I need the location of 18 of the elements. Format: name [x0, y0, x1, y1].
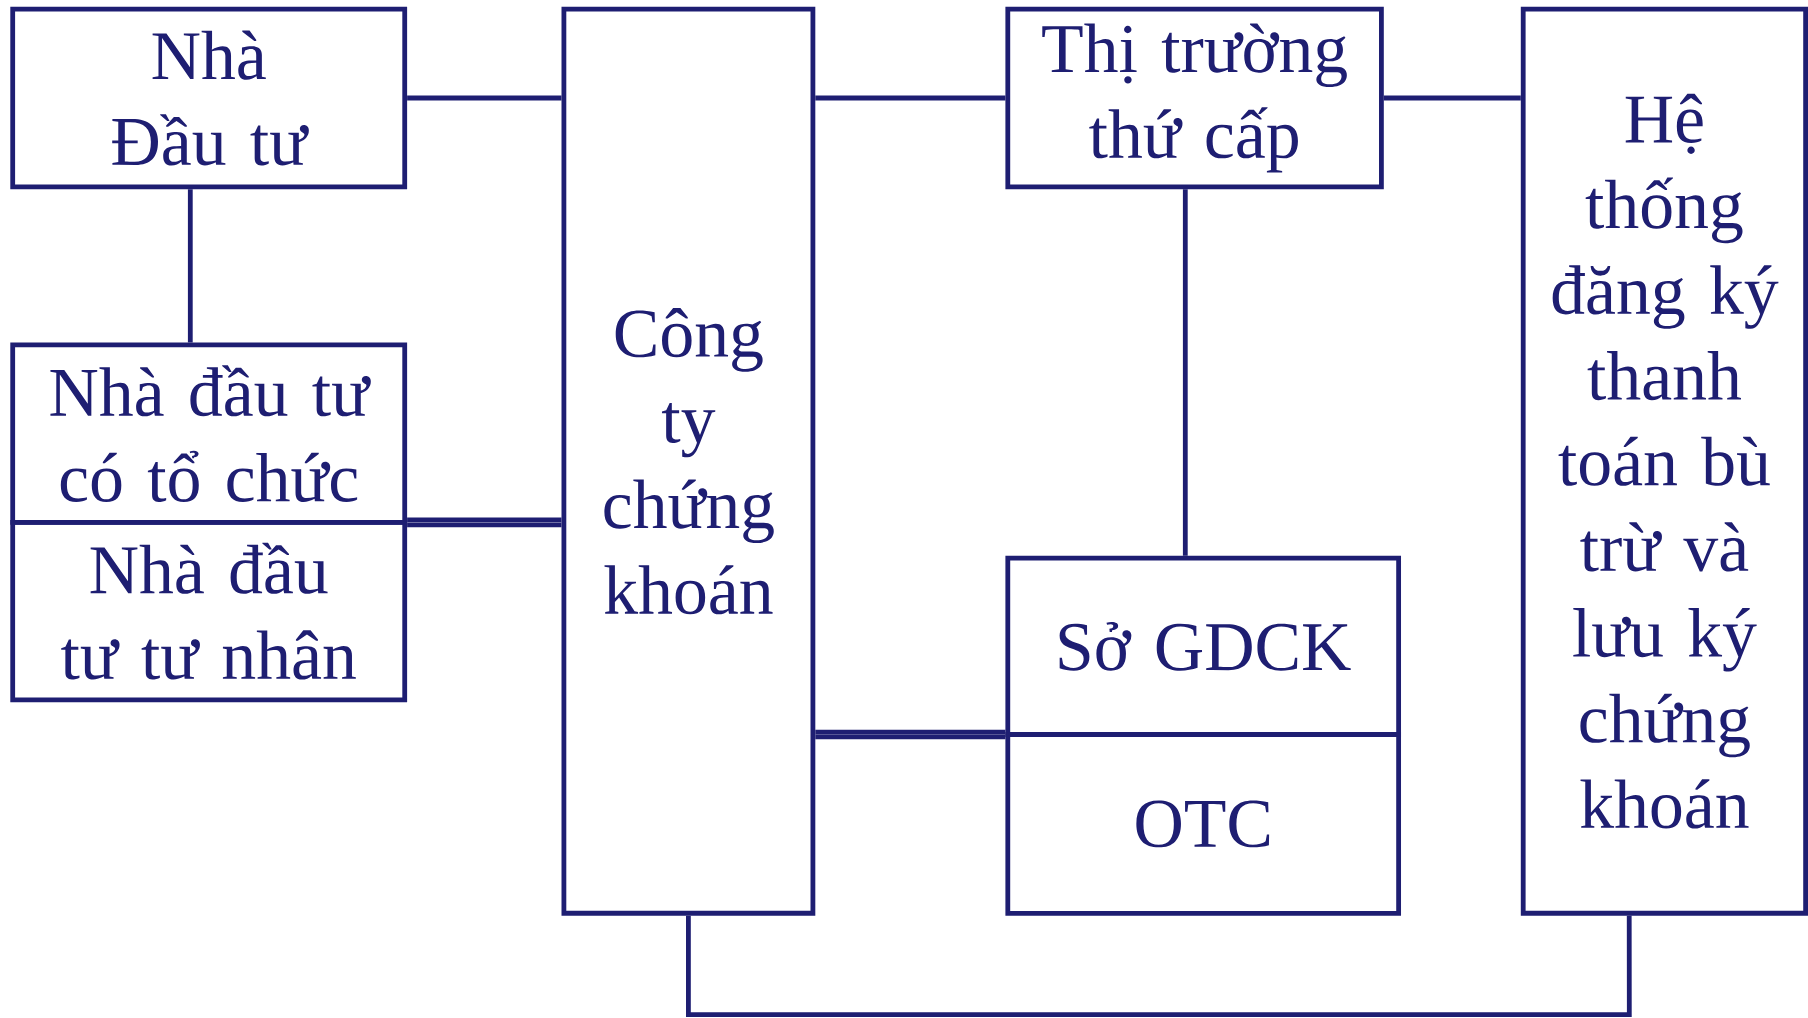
process-box: Nhà đầu tư có tổ chức — [10, 342, 408, 525]
connector-line — [407, 95, 562, 101]
connector-line — [407, 522, 562, 528]
process-box: Hệ thống đăng ký thanh toán bù trừ và lưu ký chứng khoán — [1520, 6, 1808, 916]
process-box: Nhà Đầu tư — [10, 6, 408, 190]
connector-line — [815, 95, 1006, 101]
connector-line — [686, 915, 1632, 1018]
connector-line — [815, 729, 1006, 735]
process-box: Nhà đầu tư tư nhân — [10, 519, 408, 703]
process-box: Công ty chứng khoán — [561, 6, 816, 916]
process-box: Thị trường thứ cấp — [1005, 6, 1384, 190]
process-box: OTC — [1005, 732, 1401, 916]
connector-line — [407, 517, 562, 523]
process-box: Sở GDCK — [1005, 555, 1401, 737]
connector-line — [815, 734, 1006, 740]
connector-line — [187, 189, 193, 343]
connector-line — [1182, 189, 1188, 556]
connector-line — [1383, 95, 1521, 101]
